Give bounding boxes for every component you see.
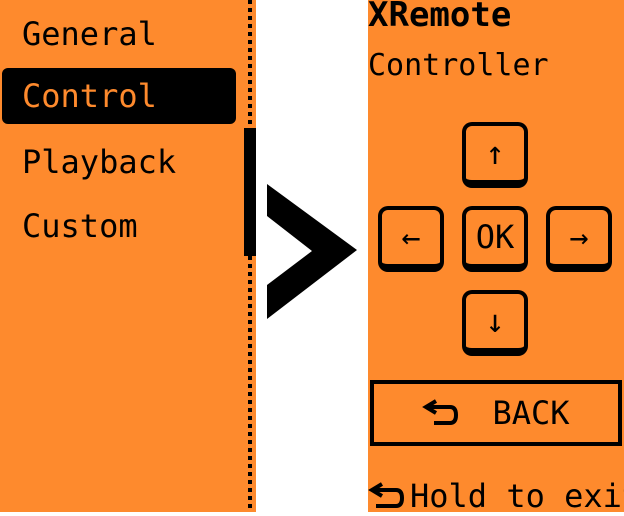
app-subtitle: Controller (368, 48, 549, 83)
scrollbar-track[interactable] (248, 0, 252, 512)
menu-item-custom[interactable]: Custom (22, 207, 138, 245)
left-button[interactable]: ← (378, 206, 444, 272)
back-arrow-icon (422, 399, 459, 425)
right-button[interactable]: → (546, 206, 612, 272)
down-button[interactable]: ↓ (462, 290, 528, 356)
menu-item-general[interactable]: General (22, 15, 157, 53)
hint-label: Hold to exit (410, 477, 624, 515)
back-arrow-icon (368, 482, 405, 508)
app-title: XRemote (368, 0, 512, 35)
arrow-left-icon: ← (401, 218, 421, 256)
ok-label: OK (475, 218, 515, 256)
controller-panel: XRemote Controller ↑ ← OK → ↓ BACK Hold … (368, 0, 624, 515)
arrow-up-icon: ↑ (485, 134, 505, 172)
up-button[interactable]: ↑ (462, 122, 528, 188)
back-button[interactable]: BACK (370, 380, 622, 446)
arrow-down-icon: ↓ (485, 302, 505, 340)
back-label: BACK (492, 394, 570, 432)
ok-button[interactable]: OK (462, 206, 528, 272)
menu-panel: General Control Playback Custom (0, 0, 256, 512)
menu-item-control[interactable]: Control (2, 68, 236, 124)
hold-to-exit-hint: Hold to exit (368, 476, 624, 516)
scrollbar-thumb[interactable] (244, 128, 256, 256)
arrow-right-icon: → (569, 218, 589, 256)
chevron-right-icon (267, 184, 357, 319)
menu-item-playback[interactable]: Playback (22, 143, 177, 181)
